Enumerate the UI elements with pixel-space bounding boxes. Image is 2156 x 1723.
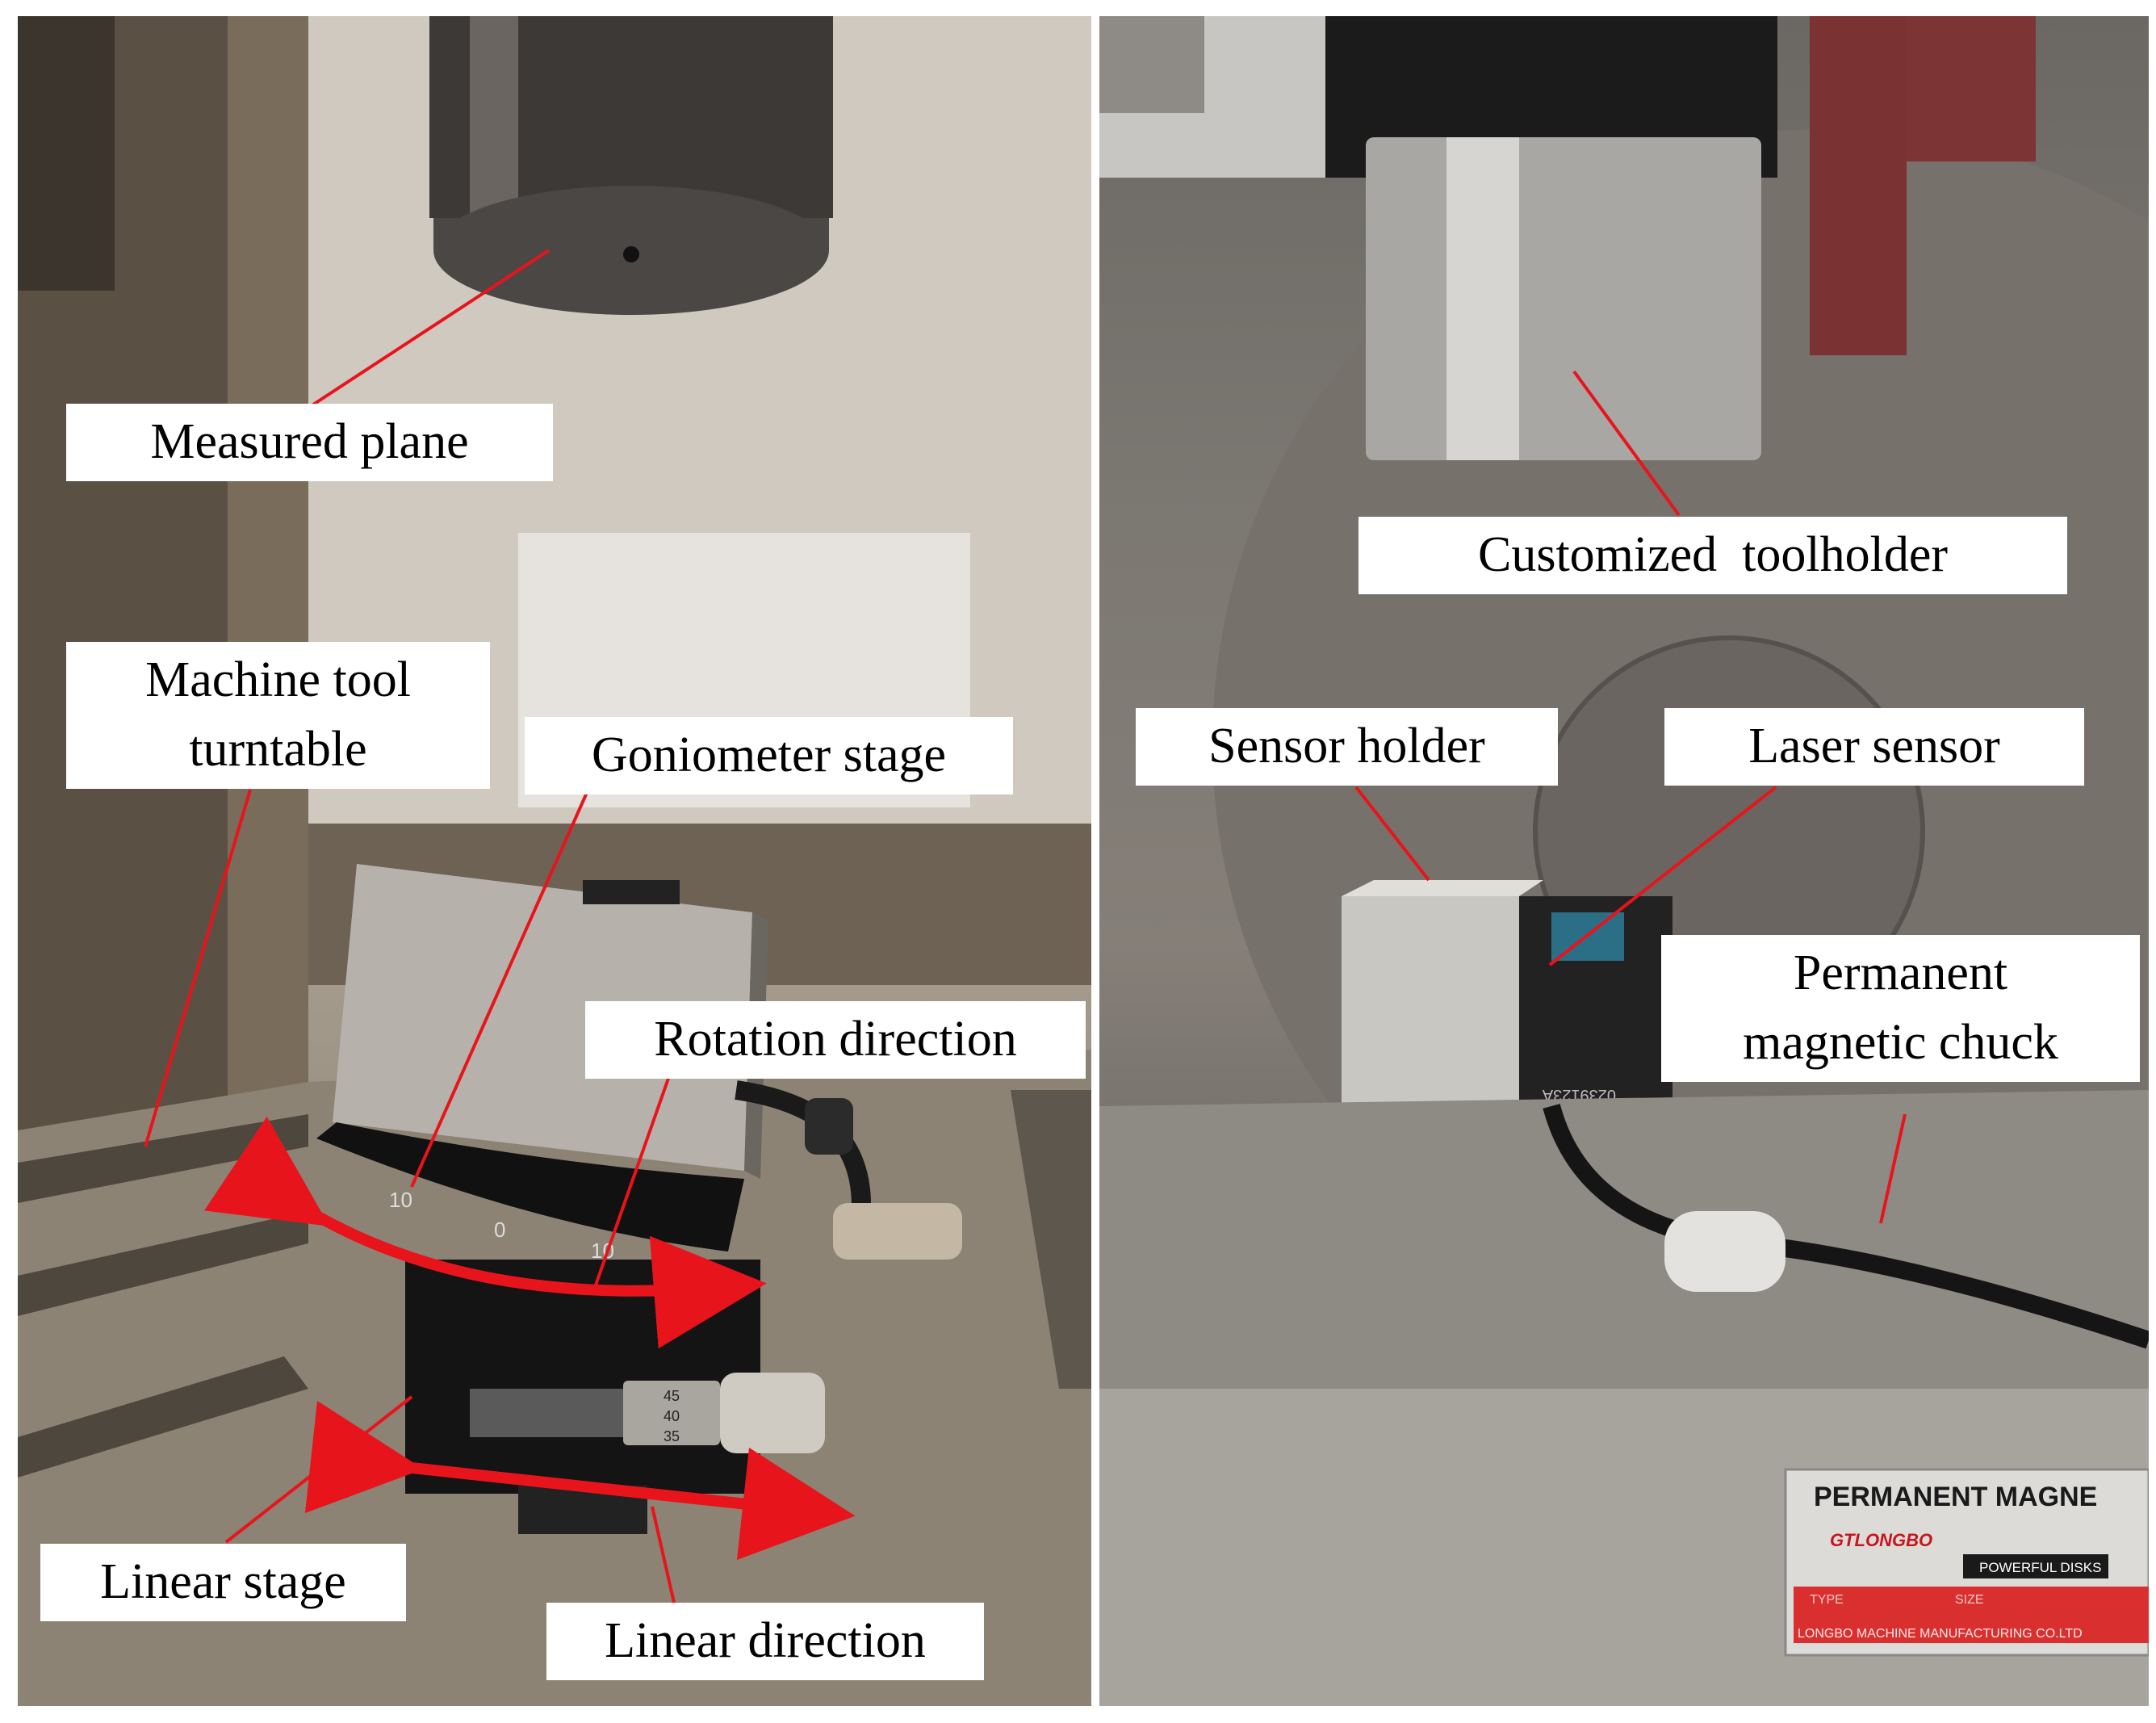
t-slot-3 <box>18 1356 308 1478</box>
right-photo-scene: 0239123A PERMANENT MAGNE GTLONGBO POWERF… <box>1099 16 2149 1706</box>
nameplate-brand: GTLONGBO <box>1830 1530 1932 1550</box>
right-photo: 0239123A PERMANENT MAGNE GTLONGBO POWERF… <box>1099 16 2149 1706</box>
laser-sensor-display <box>1551 912 1624 961</box>
center-hole <box>623 246 639 262</box>
wall-pillar <box>228 16 308 1147</box>
sensor-holder-top <box>1342 880 1543 896</box>
customized-toolholder-body <box>1366 137 1761 460</box>
cable-ferrite <box>805 1098 853 1155</box>
label-customized-toolholder: Customized toolholder <box>1358 517 2067 594</box>
toolholder-highlight <box>1446 137 1519 460</box>
fixture-red-block <box>1890 16 2036 161</box>
linear-stage-body <box>405 1260 760 1494</box>
goniometer-display <box>583 880 680 904</box>
nameplate-size: SIZE <box>1955 1593 1984 1607</box>
magnetic-chuck-top <box>1099 1090 2149 1405</box>
micrometer-mark-45: 45 <box>664 1388 680 1404</box>
scale-mark-10-right: 10 <box>591 1239 614 1263</box>
spindle-highlight <box>470 16 518 218</box>
nameplate-maker: LONGBO MACHINE MANUFACTURING CO.LTD <box>1798 1627 2083 1641</box>
spindle-bottom <box>433 218 829 250</box>
label-laser-sensor: Laser sensor <box>1664 708 2084 786</box>
micrometer-mark-40: 40 <box>664 1408 680 1424</box>
nameplate-disks-tag <box>1963 1554 2108 1578</box>
label-measured-plane: Measured plane <box>66 404 553 481</box>
stage-base-screws <box>518 1486 647 1534</box>
label-sensor-holder: Sensor holder <box>1136 708 1558 786</box>
label-goniometer-stage: Goniometer stage <box>525 717 1013 794</box>
label-linear-direction: Linear direction <box>546 1603 984 1680</box>
micrometer-thimble <box>720 1373 825 1453</box>
cable-ferrite <box>1664 1211 1786 1292</box>
nameplate-disks: POWERFUL DISKS <box>1979 1560 2101 1575</box>
label-machine-tool-turntable: Machine tool turntable <box>66 642 490 789</box>
nameplate-type: TYPE <box>1810 1593 1844 1607</box>
scale-mark-10-left: 10 <box>389 1188 412 1212</box>
nameplate-red-band <box>1794 1587 2149 1643</box>
micrometer-mark-35: 35 <box>664 1428 680 1444</box>
fixture-red-post <box>1810 16 1907 355</box>
left-photo: 10 0 10 45 40 35 <box>18 16 1091 1706</box>
nameplate-title: PERMANENT MAGNE <box>1814 1482 2097 1512</box>
scale-mark-0: 0 <box>494 1218 505 1242</box>
micrometer-barrel <box>470 1389 631 1437</box>
label-permanent-magnetic-chuck: Permanent magnetic chuck <box>1661 935 2140 1082</box>
label-linear-stage: Linear stage <box>40 1544 406 1621</box>
left-photo-scene: 10 0 10 45 40 35 <box>18 16 1091 1706</box>
t-slot-right <box>1011 1090 1091 1389</box>
label-rotation-direction: Rotation direction <box>585 1001 1086 1079</box>
fixture-left-corner <box>1099 16 1204 113</box>
wall-panel-dark <box>18 16 115 291</box>
adjust-knob <box>833 1203 962 1260</box>
